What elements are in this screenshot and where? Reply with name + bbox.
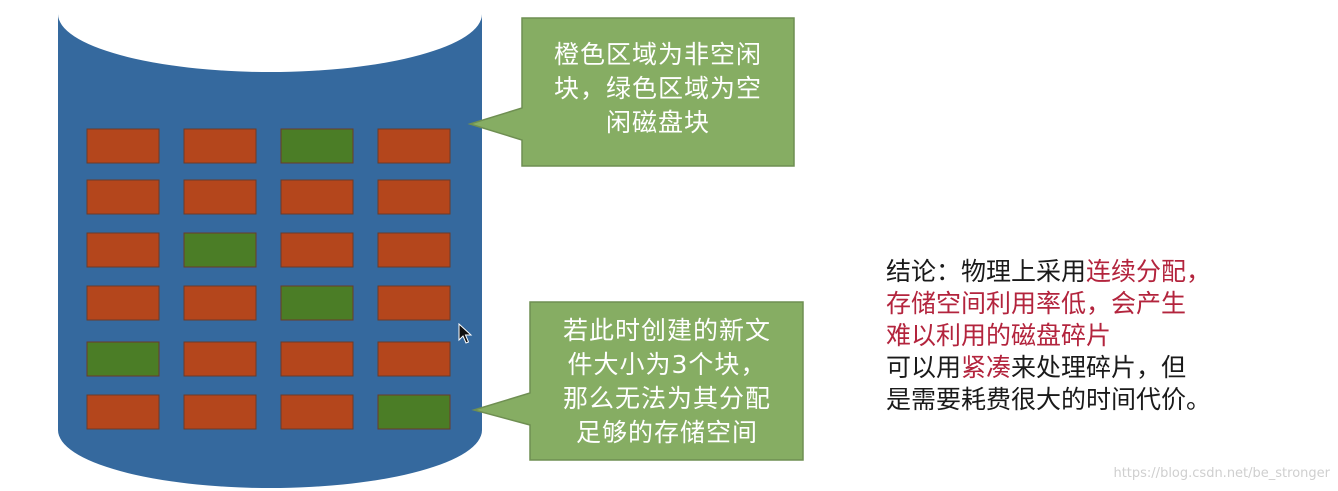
callout-2-line: 那么无法为其分配: [562, 384, 771, 413]
disk-block-grid: [86, 128, 451, 430]
conclusion-line-2: 存储空间利用率低，会产生: [886, 289, 1187, 318]
used-disk-block: [377, 128, 451, 164]
callout-1-line: 闲磁盘块: [605, 108, 710, 137]
used-disk-block: [183, 179, 257, 215]
used-disk-block: [377, 179, 451, 215]
used-disk-block: [183, 341, 257, 377]
conclusion-line-4: 可以用紧凑来处理碎片，但: [886, 352, 1286, 384]
disk-cylinder-top: [58, 14, 482, 72]
conclusion-line-1: 结论：物理上采用连续分配，: [886, 256, 1286, 288]
callout-1-line: 橙色区域为非空闲: [553, 40, 762, 69]
used-disk-block: [86, 394, 160, 430]
used-disk-block: [280, 232, 354, 268]
used-disk-block: [86, 179, 160, 215]
used-disk-block: [86, 232, 160, 268]
callout-1-line: 块，绿色区域为空: [553, 74, 762, 103]
highlight-contiguous-allocation: 连续分配，: [1086, 257, 1212, 286]
callout-2-line: 件大小为3个块，: [567, 350, 767, 379]
used-disk-block: [86, 128, 160, 164]
used-disk-block: [280, 394, 354, 430]
used-disk-block: [377, 341, 451, 377]
used-disk-block: [280, 179, 354, 215]
conclusion-prefix: 结论：物理上采用: [886, 257, 1087, 286]
conclusion-line-5: 是需要耗费很大的时间代价。: [886, 385, 1212, 414]
used-disk-block: [86, 285, 160, 321]
free-disk-block: [86, 341, 160, 377]
free-disk-block: [280, 128, 354, 164]
highlight-compaction: 紧凑: [961, 353, 1012, 382]
used-disk-block: [183, 394, 257, 430]
callout-2-line: 足够的存储空间: [575, 418, 758, 447]
disk-cylinder: [58, 14, 482, 488]
used-disk-block: [183, 285, 257, 321]
free-disk-block: [377, 394, 451, 430]
mouse-pointer-icon: [458, 323, 473, 344]
callout-2-line: 若此时创建的新文: [562, 316, 771, 345]
callout-text-2: 若此时创建的新文 件大小为3个块， 那么无法为其分配 足够的存储空间: [536, 314, 798, 450]
callout-box-2: [471, 301, 804, 461]
callout-box-1: [467, 17, 795, 167]
free-disk-block: [183, 232, 257, 268]
callout-text-1: 橙色区域为非空闲 块，绿色区域为空 闲磁盘块: [528, 38, 788, 140]
conclusion-text-part: 可以用: [886, 353, 962, 382]
watermark: https://blog.csdn.net/be_stronger: [1113, 466, 1330, 481]
used-disk-block: [183, 128, 257, 164]
used-disk-block: [280, 341, 354, 377]
conclusion-text-part: 来处理碎片，但: [1011, 353, 1187, 382]
conclusion-line-3: 难以利用的磁盘碎片: [886, 321, 1112, 350]
conclusion-text: 结论：物理上采用连续分配， 存储空间利用率低，会产生 难以利用的磁盘碎片 可以用…: [886, 256, 1286, 416]
used-disk-block: [377, 232, 451, 268]
free-disk-block: [280, 285, 354, 321]
used-disk-block: [377, 285, 451, 321]
